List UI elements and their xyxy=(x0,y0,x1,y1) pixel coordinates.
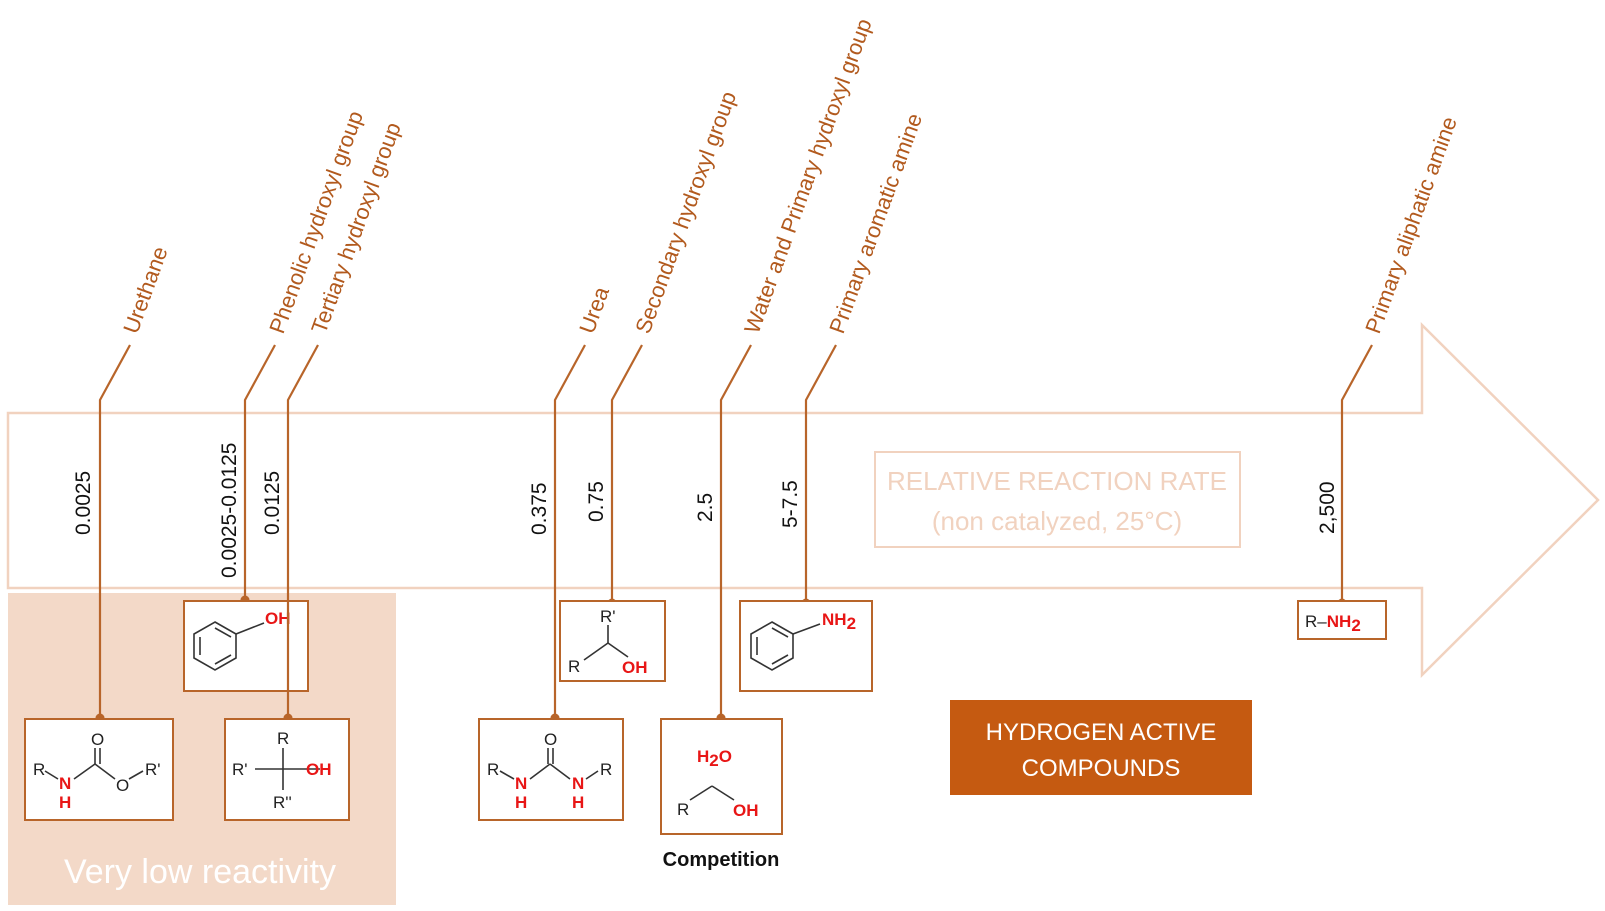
group-rate-secondary: 0.75 xyxy=(585,481,608,522)
water-oh: OH xyxy=(733,801,759,820)
water-r: R xyxy=(677,800,689,819)
group-secondary: Secondary hydroxyl group 0.75 R' R OH xyxy=(559,88,741,682)
leader-urea xyxy=(553,344,586,718)
group-name-urea: Urea xyxy=(574,283,614,337)
axis-label-box xyxy=(874,451,1241,548)
legend-line1: HYDROGEN ACTIVE xyxy=(986,719,1217,746)
secondary-r-top: R' xyxy=(600,607,616,626)
tertiary-r-left: R' xyxy=(232,760,248,779)
group-name-urethane: Urethane xyxy=(118,243,172,337)
group-rate-water: 2.5 xyxy=(694,493,717,522)
axis-label-line2: (non catalyzed, 25°C) xyxy=(932,506,1182,536)
group-rate-aromatic: 5-7.5 xyxy=(779,480,802,528)
group-urethane: Urethane 0.0025 R O O R' N H xyxy=(24,243,174,821)
structure-box-urethane xyxy=(24,718,174,821)
low-reactivity-label: Very low reactivity xyxy=(64,853,336,891)
urea-h2: H xyxy=(572,793,584,812)
group-name-aromatic: Primary aromatic amine xyxy=(824,110,927,337)
axis-label-line1: RELATIVE REACTION RATE xyxy=(887,466,1227,496)
urea-n2: N xyxy=(572,774,584,793)
group-rate-aliphatic: 2,500 xyxy=(1316,481,1339,534)
group-rate-urethane: 0.0025 xyxy=(72,471,95,535)
legend-box xyxy=(950,700,1252,795)
structure-box-aniline xyxy=(739,600,873,692)
urea-r1: R xyxy=(487,760,499,779)
urea-o: O xyxy=(544,730,557,749)
structure-box-urea xyxy=(478,718,624,821)
aliphatic-formula: R–NH2 xyxy=(1305,612,1361,635)
secondary-oh: OH xyxy=(622,658,648,677)
rate-axis-arrow xyxy=(6,321,1600,679)
group-rate-urea: 0.375 xyxy=(528,482,551,535)
urea-n1: N xyxy=(515,774,527,793)
urea-h1: H xyxy=(515,793,527,812)
group-urea: Urea 0.375 O R R N H N H xyxy=(478,283,624,821)
group-name-aliphatic: Primary aliphatic amine xyxy=(1360,113,1462,336)
urethane-h: H xyxy=(59,793,71,812)
structure-box-secondary xyxy=(559,600,666,682)
structure-box-aliphatic xyxy=(1297,600,1387,640)
structure-box-water xyxy=(660,718,783,835)
secondary-r-bottom: R xyxy=(568,657,580,676)
leader-aromatic xyxy=(804,344,837,603)
phenol-oh: OH xyxy=(265,609,291,628)
leader-aliphatic xyxy=(1340,344,1373,603)
group-rate-tertiary: 0.0125 xyxy=(261,471,284,535)
urethane-o-top: O xyxy=(91,730,104,749)
legend-line2: COMPOUNDS xyxy=(1022,755,1181,782)
urethane-r2: R' xyxy=(145,760,161,779)
group-name-secondary: Secondary hydroxyl group xyxy=(630,88,741,337)
tertiary-r-bottom: R'' xyxy=(273,793,292,812)
group-rate-phenolic: 0.0025-0.0125 xyxy=(218,443,241,578)
tertiary-r-top: R xyxy=(277,729,289,748)
tertiary-oh: OH xyxy=(306,760,332,779)
group-water-primary: Water and Primary hydroxyl group 2.5 H2O… xyxy=(660,15,877,871)
urea-r2: R xyxy=(600,760,612,779)
aniline-nh2: NH2 xyxy=(822,610,856,633)
urethane-o-side: O xyxy=(116,776,129,795)
leader-water xyxy=(719,344,752,718)
competition-label: Competition xyxy=(663,849,780,871)
urethane-n: N xyxy=(59,774,71,793)
urethane-r: R xyxy=(33,760,45,779)
leader-urethane xyxy=(98,344,131,718)
leader-tertiary xyxy=(286,344,319,718)
water-formula: H2O xyxy=(697,747,732,770)
leader-phenolic xyxy=(243,344,276,600)
leader-secondary xyxy=(610,344,643,603)
group-aliphatic-amine: Primary aliphatic amine 2,500 R–NH2 xyxy=(1297,113,1462,640)
group-aromatic-amine: Primary aromatic amine 5-7.5 NH2 xyxy=(739,110,927,692)
